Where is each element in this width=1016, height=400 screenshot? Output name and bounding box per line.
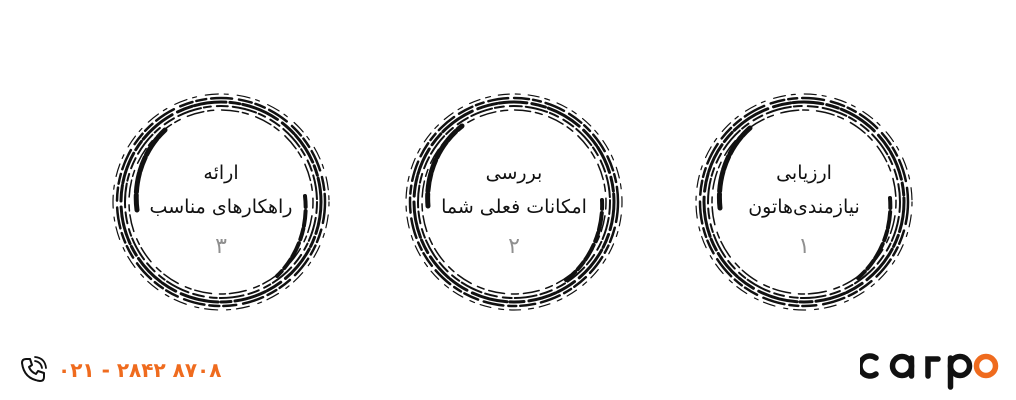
contact-phone[interactable]: ۰۲۱ - ۲۸۴۲ ۸۷۰۸ [18, 352, 221, 388]
phone-number[interactable]: ۰۲۱ - ۲۸۴۲ ۸۷۰۸ [58, 358, 222, 382]
step-current-review: بررسی امکانات فعلی شما ۲ [400, 88, 628, 316]
brush-ring-icon [405, 93, 623, 311]
step-number: ۲ [508, 234, 520, 259]
step-number: ۳ [215, 234, 227, 259]
step-needs-assessment: ارزیابی نیازمندی‌هاتون ۱ [690, 88, 918, 316]
carpo-logo [860, 353, 999, 390]
step-title: ارزیابی نیازمندی‌هاتون [748, 162, 860, 218]
step-number: ۱ [798, 234, 810, 259]
step-solutions: ارائه راهکارهای مناسب ۳ [107, 88, 335, 316]
brush-ring-icon [112, 93, 330, 311]
step-title: بررسی امکانات فعلی شما [441, 162, 587, 218]
phone-icon [21, 356, 47, 382]
brush-ring-icon [695, 93, 913, 311]
step-title: ارائه راهکارهای مناسب [149, 162, 293, 218]
